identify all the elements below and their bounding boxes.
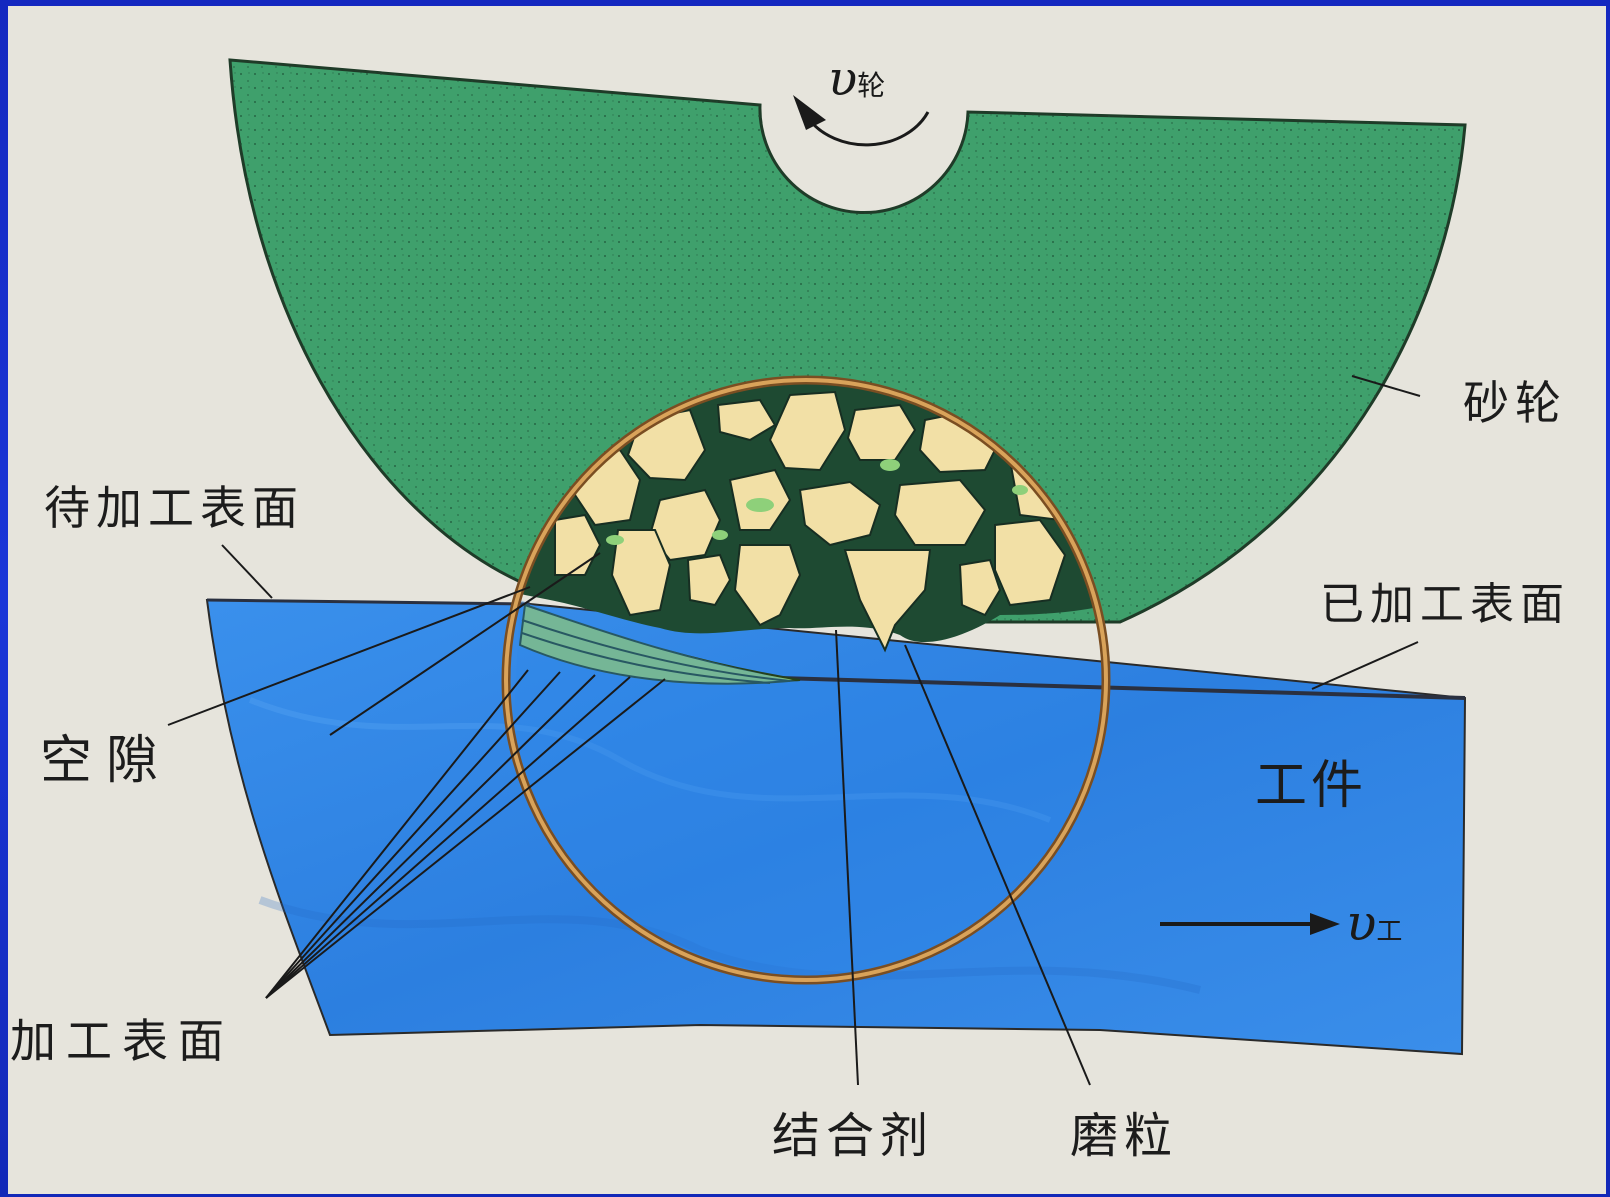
- label-abrasive-grain: 磨粒: [1070, 1112, 1178, 1160]
- work-velocity: υ工: [1346, 898, 1402, 948]
- label-surface-to-be-machined: 待加工表面: [44, 485, 304, 531]
- label-machined-surface: 已加工表面: [1320, 583, 1570, 627]
- work-velocity-symbol: υ: [1346, 894, 1376, 952]
- wheel-velocity-subscript: 轮: [857, 69, 885, 102]
- rotation-arrow-head: [793, 95, 826, 130]
- label-workpiece: 工件: [1255, 760, 1367, 812]
- wheel-velocity: υ轮: [828, 55, 885, 103]
- label-gap: 空隙: [40, 735, 172, 787]
- label-grinding-wheel: 砂轮: [1463, 380, 1567, 426]
- wheel-velocity-symbol: υ: [828, 51, 857, 107]
- label-bond: 结合剂: [772, 1112, 934, 1160]
- rotation-arrow-icon: [808, 112, 928, 145]
- label-surface-being-machined: 加工表面: [10, 1018, 234, 1064]
- work-velocity-subscript: 工: [1376, 917, 1402, 947]
